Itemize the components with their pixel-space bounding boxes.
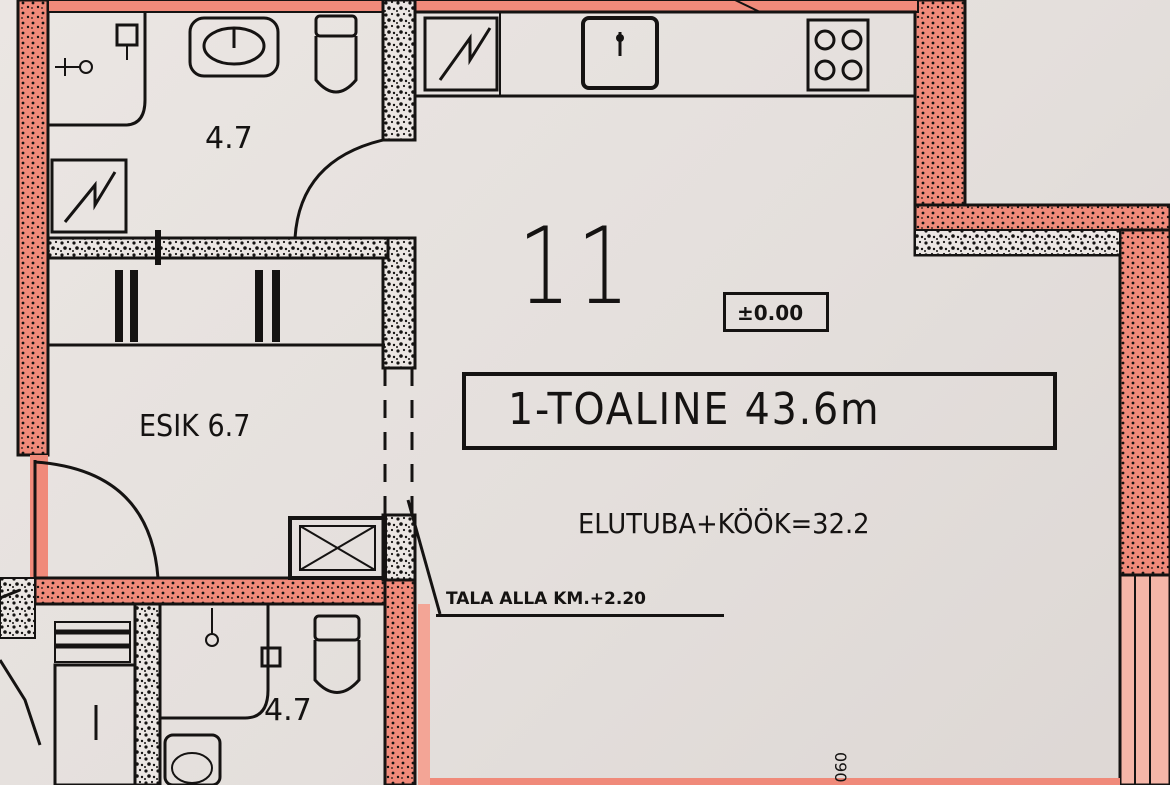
bath-lower-partition [133,602,162,785]
kitchen-sink-icon [581,16,659,90]
shower-corner [48,12,147,127]
left-lower-wall [0,577,36,639]
bath-door-swing [293,138,384,239]
interior-walls [0,0,1121,785]
floor-level-mark: ±0.00 [737,301,804,325]
bathroom-bottom-area: 4.7 [264,693,312,728]
bottom-right-floor-edge [420,778,1120,785]
beam-note: TALA ALLA KM.+2.20 [446,589,646,609]
kitchen-counter [413,0,917,98]
right-floor-tint [418,604,430,785]
shower-head-icon-lower [205,608,282,668]
sauna-bench-icon [53,621,137,785]
bath-kitchen-wall [381,0,417,142]
entrance-door [33,460,160,579]
lower-bathroom [0,588,361,785]
wardrobe [48,230,385,347]
shower-corner-lower [160,604,270,720]
shaft-wall [914,229,1121,256]
left-outer-wall-lower [30,455,48,580]
lower-corridor-wall [33,576,417,606]
electrical-panel-icon [423,16,499,92]
ventilation-shaft-icon [288,516,387,580]
right-outer-wall [1118,228,1170,577]
top-wall-strip [47,0,919,13]
floor-level-box [723,292,829,332]
electrical-panel-icon-bath [50,158,128,234]
hall-dashed-opening [383,366,415,515]
dimension-fragment: 090 [831,752,850,783]
toilet-icon-lower [313,614,361,694]
bathroom-top-area: 4.7 [205,121,253,156]
area-title-box [462,372,1057,450]
washbasin-icon [188,16,280,78]
beam-leader-line [406,499,442,615]
living-kitchen-area: ELUTUBA+KÖÖK=32.2 [578,507,870,540]
top-bathroom [48,12,384,239]
beam-note-underline [436,614,724,617]
hall-label: ESIK 6.7 [139,409,251,444]
shower-head-icon [55,23,139,76]
apartment-number: 11 [518,205,636,328]
lower-bath-right-wall [383,576,417,785]
left-door-swing [0,588,42,746]
left-outer-wall [16,0,50,457]
top-right-wall [913,0,967,232]
right-outer-wall-lower [1118,573,1170,785]
apartment-area-title: 1-TOALINE 43.6m [508,384,881,435]
stove-icon [806,18,870,92]
wardrobe-wall [46,236,390,260]
washbasin-icon-lower [163,733,222,785]
hall-living-wall-lower [381,513,417,582]
toilet-icon [314,14,358,94]
